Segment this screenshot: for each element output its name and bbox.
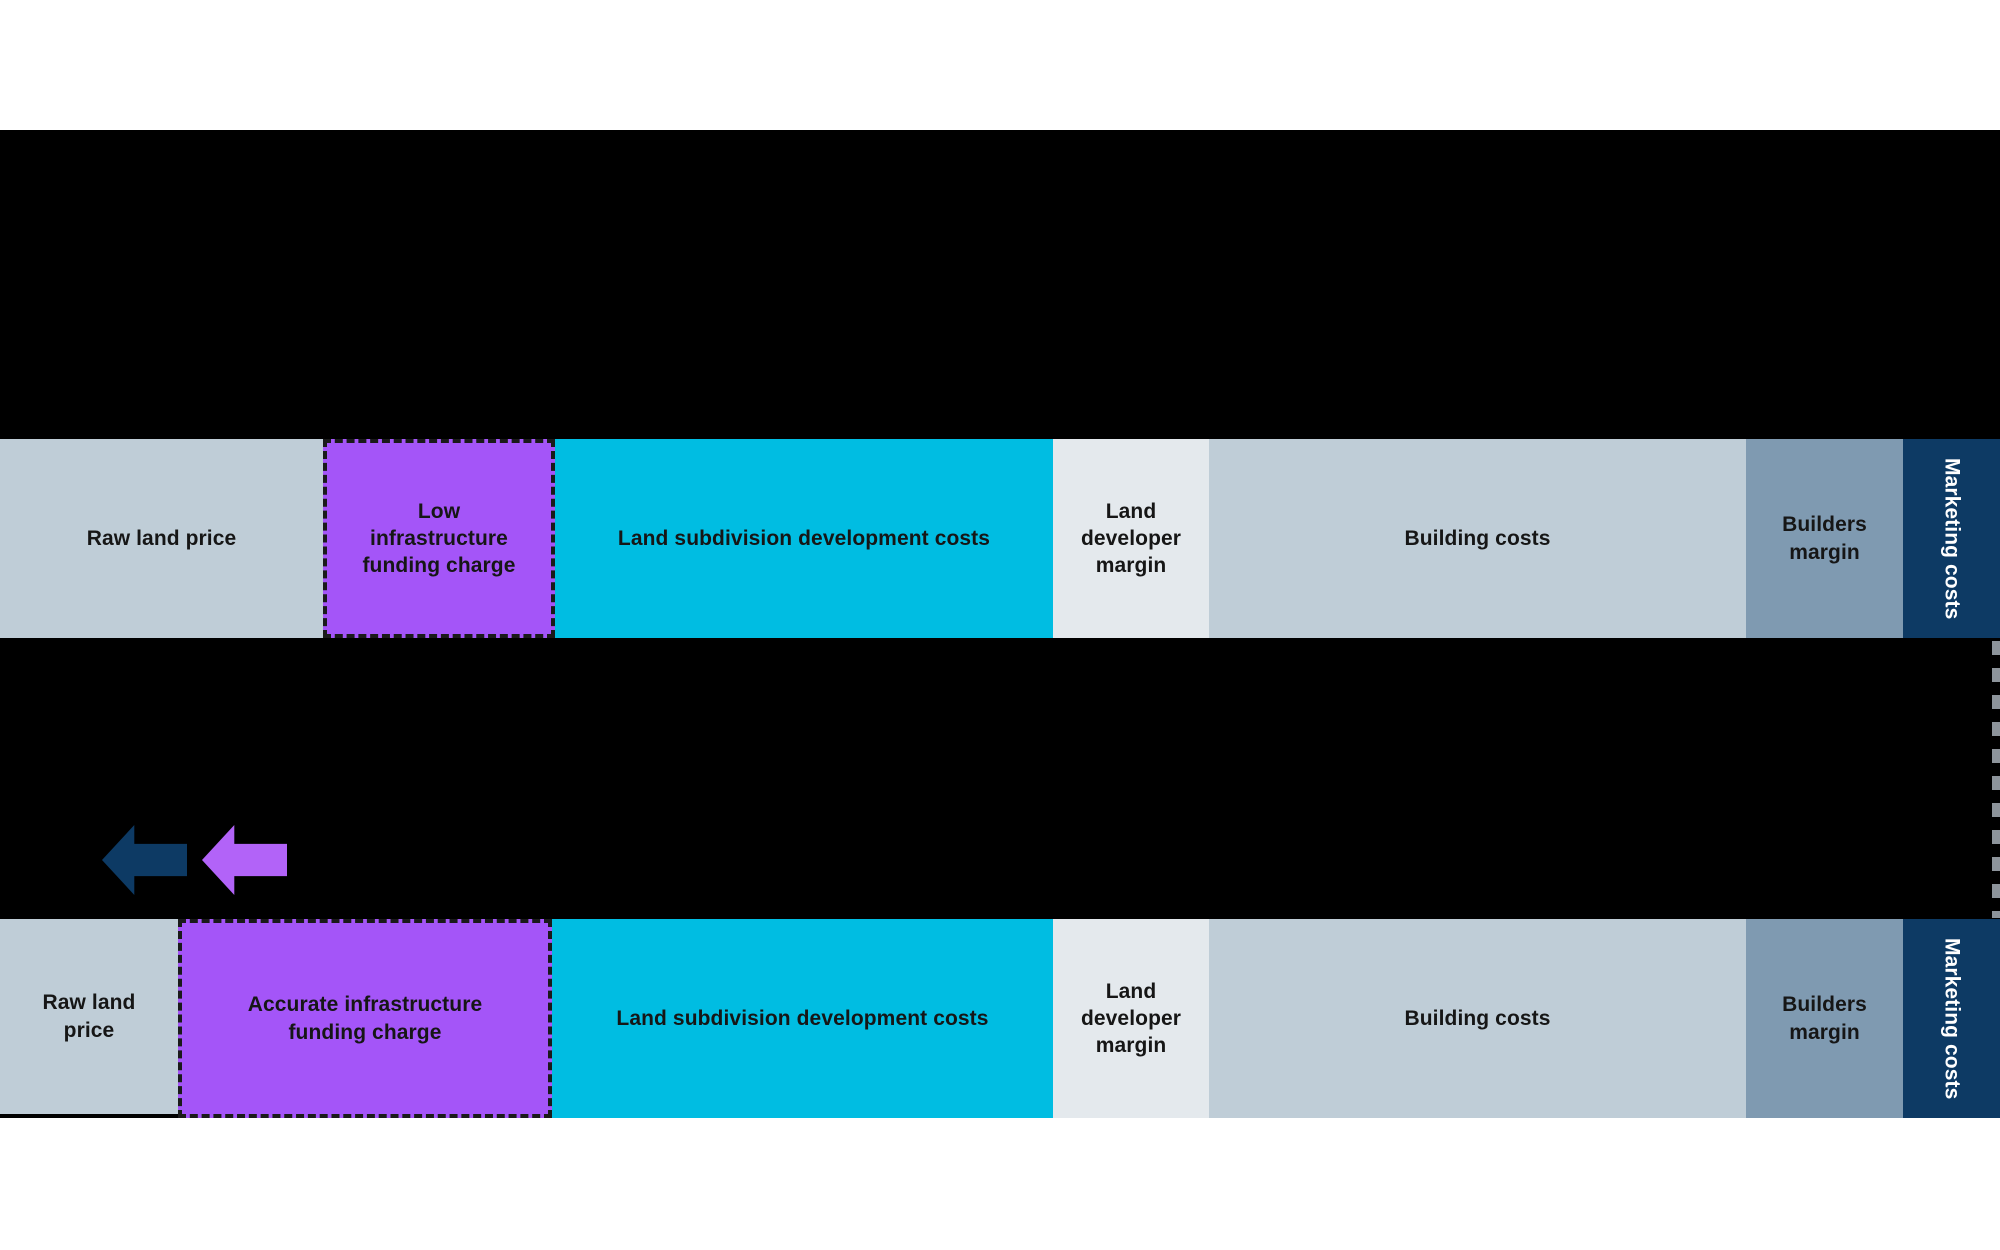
segment-raw-land-price: Raw land price xyxy=(0,919,178,1118)
segment-raw-land-price: Raw land price xyxy=(0,439,323,638)
cost-bar-low-infrastructure-charge: Raw land price Low infrastructure funding… xyxy=(0,439,2000,638)
segment-label: Builders margin xyxy=(1782,513,1867,564)
segment-label: Raw land price xyxy=(86,526,237,550)
segment-builders-margin: Builders margin xyxy=(1746,919,1903,1118)
segment-label: Land subdivision development costs xyxy=(617,526,991,550)
cost-bar-accurate-infrastructure-charge: Raw land price Accurate infrastructure fu… xyxy=(0,919,2000,1118)
segment-building-costs: Building costs xyxy=(1209,919,1746,1118)
segment-label: Low infrastructure funding charge xyxy=(362,499,516,578)
segment-marketing-costs: Marketing costs xyxy=(1903,919,2000,1118)
segment-label: Land developer margin xyxy=(1080,979,1182,1058)
segment-land-subdivision-development-costs: Land subdivision development costs xyxy=(555,439,1053,638)
segment-builders-margin: Builders margin xyxy=(1746,439,1903,638)
alignment-dashed-guide xyxy=(1992,641,2000,918)
segment-accurate-infrastructure-funding-charge: Accurate infrastructure funding charge xyxy=(178,919,552,1118)
segment-label: Marketing costs xyxy=(1940,457,1964,620)
segment-label: Land subdivision development costs xyxy=(616,1006,989,1030)
segment-label: Marketing costs xyxy=(1940,937,1964,1100)
segment-marketing-costs: Marketing costs xyxy=(1903,439,2000,638)
segment-land-subdivision-development-costs: Land subdivision development costs xyxy=(552,919,1053,1118)
segment-building-costs: Building costs xyxy=(1209,439,1746,638)
segment-label: Land developer margin xyxy=(1080,499,1182,578)
segment-label: Builders margin xyxy=(1782,993,1867,1044)
segment-label: Accurate infrastructure funding charge xyxy=(247,993,483,1044)
segment-label: Raw land price xyxy=(42,991,136,1042)
segment-low-infrastructure-funding-charge: Low infrastructure funding charge xyxy=(323,439,555,638)
segment-label: Building costs xyxy=(1404,1006,1551,1030)
segment-land-developer-margin: Land developer margin xyxy=(1053,919,1209,1118)
middle-black-panel xyxy=(0,638,2000,919)
segment-land-developer-margin: Land developer margin xyxy=(1053,439,1209,638)
segment-label: Building costs xyxy=(1404,526,1551,550)
top-black-panel xyxy=(0,130,2000,439)
